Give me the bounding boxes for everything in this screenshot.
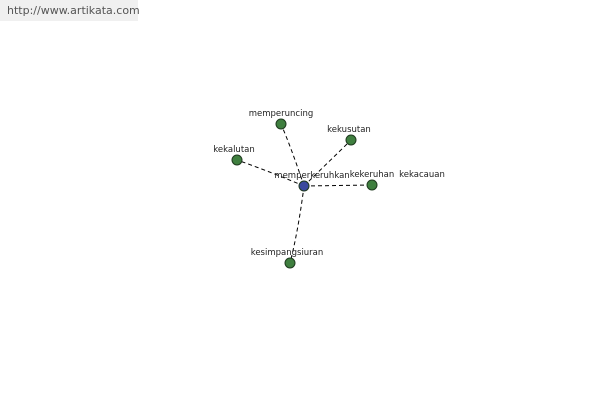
node-kesimpangsiuran[interactable] — [284, 257, 296, 269]
node-memperuncing[interactable] — [275, 118, 287, 130]
label-center: memperkeruhkan — [274, 171, 349, 181]
site-banner: http://www.artikata.com — [0, 0, 140, 21]
label-kekalutan: kekalutan — [213, 145, 255, 155]
edge-memperuncing — [280, 123, 305, 187]
label-memperuncing: memperuncing — [249, 109, 314, 119]
edge-kekusutan — [303, 139, 352, 187]
site-url-link[interactable]: http://www.artikata.com — [7, 4, 140, 17]
label-kekeruhan: kekeruhan — [350, 170, 395, 180]
edge-kekalutan — [236, 159, 305, 187]
node-kekalutan[interactable] — [231, 154, 243, 166]
label-kekacauan: kekacauan — [399, 170, 445, 180]
node-center[interactable] — [298, 180, 310, 192]
label-kesimpangsiuran: kesimpangsiuran — [251, 248, 324, 258]
edge-kekeruhan — [303, 184, 373, 187]
edge-kesimpangsiuran — [289, 185, 305, 264]
node-kekeruhan[interactable] — [366, 179, 378, 191]
node-kekusutan[interactable] — [345, 134, 357, 146]
label-kekusutan: kekusutan — [327, 125, 371, 135]
